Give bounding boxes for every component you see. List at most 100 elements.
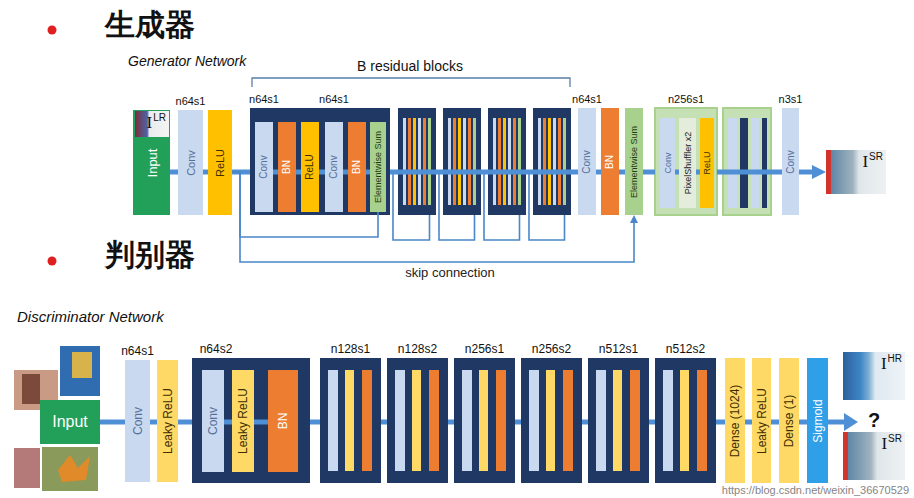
layer-stripe xyxy=(751,118,759,208)
conv-layer: Conv xyxy=(325,122,343,212)
upsample-block-icon xyxy=(723,108,771,215)
image-caption: ISR xyxy=(881,435,902,452)
layer-name: Dense (1) xyxy=(783,394,795,447)
data-flow-band xyxy=(745,420,752,425)
layer-spec: n256s1 xyxy=(465,343,504,355)
conv-layer: Conv xyxy=(202,370,224,472)
leaky-relu-layer: Leaky ReLU xyxy=(232,370,254,472)
relu-layer: ReLU xyxy=(700,118,714,208)
residual-block-icon xyxy=(398,108,436,215)
photo xyxy=(58,455,90,482)
conv-block: n512s2 xyxy=(655,358,716,483)
bracket xyxy=(252,78,570,87)
conv-block-icon xyxy=(655,358,716,483)
data-flow-band xyxy=(254,420,268,425)
relu-layer: ReLU xyxy=(301,122,319,212)
layer-spec: n64s1 xyxy=(121,345,154,357)
layer-spec: n256s1 xyxy=(668,94,704,105)
skip-loop xyxy=(393,172,430,240)
image-superscript: SR xyxy=(869,151,883,162)
layer-spec: n3s1 xyxy=(779,94,803,105)
batchnorm-layer: BN xyxy=(278,122,296,212)
conv-block-icon xyxy=(521,358,582,483)
residual-block: n64s1n64s1ConvBNReLUConvBNElementwise Su… xyxy=(250,108,390,215)
elementwise-sum: Elementwise Sum xyxy=(370,122,386,212)
layer-spec: n64s1 xyxy=(249,94,279,105)
image-symbol: I xyxy=(881,434,887,453)
data-flow-band xyxy=(381,420,387,425)
layer-spec: n64s1 xyxy=(176,96,206,107)
section-title: 判别器 xyxy=(105,238,195,271)
layer-name: Elementwise Sum xyxy=(374,131,383,203)
layer-stripe xyxy=(762,118,767,208)
layer-name: Sigmoid xyxy=(812,399,824,442)
layer-name: BN xyxy=(282,160,292,174)
conv-layer: Conv xyxy=(255,122,273,212)
network-title: Generator Network xyxy=(128,54,246,69)
conv-layer: n64s1Conv xyxy=(178,110,203,215)
data-flow-band xyxy=(178,420,192,425)
data-flow-band xyxy=(582,420,588,425)
conv-layer: n64s1Conv xyxy=(125,360,150,482)
layer-spec: n256s2 xyxy=(532,343,571,355)
block-fill xyxy=(250,108,390,215)
image-caption: ILR xyxy=(147,114,166,131)
batchnorm-layer: BN xyxy=(601,108,619,215)
batchnorm-layer: BN xyxy=(348,122,366,212)
network-title: Discriminator Network xyxy=(17,309,164,326)
bullet xyxy=(48,257,57,266)
data-flow-band xyxy=(310,420,320,425)
data-flow-band xyxy=(799,420,807,425)
conv-block: n512s1 xyxy=(588,358,649,483)
conv-block: n64s2ConvLeaky ReLUBN xyxy=(192,358,310,483)
data-flow-band xyxy=(170,170,178,175)
layer-name: Input xyxy=(52,414,88,430)
residual-block-icon xyxy=(443,108,481,215)
sigmoid-layer: Sigmoid xyxy=(807,358,828,483)
layer-name: BN xyxy=(352,160,362,174)
data-flow-band xyxy=(716,420,725,425)
image-symbol: I xyxy=(881,354,887,373)
question-mark: ? xyxy=(868,409,880,431)
relu-layer: ReLU xyxy=(208,110,232,215)
output-arrow xyxy=(844,413,858,431)
data-flow-band xyxy=(515,420,521,425)
section-title: 生成器 xyxy=(105,8,195,41)
layer-name: ReLU xyxy=(703,151,712,174)
batchnorm-layer: BN xyxy=(268,370,298,472)
layer-name: Conv xyxy=(207,407,219,435)
data-flow-band xyxy=(799,170,812,175)
data-flow-band xyxy=(100,420,125,425)
block-fill xyxy=(655,108,717,215)
edge-label: skip connection xyxy=(402,266,498,280)
layer-spec: n64s1 xyxy=(572,94,602,105)
layer-spec: n64s2 xyxy=(200,343,233,355)
elementwise-sum: Elementwise Sum xyxy=(625,108,643,215)
layer-spec: n64s1 xyxy=(319,94,349,105)
photo xyxy=(60,346,100,396)
photo xyxy=(72,352,92,378)
image-superscript: LR xyxy=(153,112,166,123)
layer-spec: n512s2 xyxy=(666,343,705,355)
data-flow-band xyxy=(224,420,232,425)
conv-block-icon xyxy=(588,358,649,483)
layer-name: Conv xyxy=(582,150,592,173)
generated-image: ISR xyxy=(843,432,905,480)
layer-name: BN xyxy=(605,155,615,169)
skip-loop xyxy=(529,172,565,240)
data-flow-band xyxy=(643,170,655,175)
conv-block: n256s1 xyxy=(454,358,515,483)
image-symbol: I xyxy=(862,152,868,171)
photo xyxy=(14,448,40,488)
dense-layer: Dense (1024) xyxy=(725,358,745,483)
layer-name: Conv xyxy=(329,155,339,178)
layer-spec: n512s1 xyxy=(599,343,638,355)
layer-name: Leaky ReLU xyxy=(756,387,768,453)
skip-loop xyxy=(439,172,475,240)
data-flow-band xyxy=(390,170,578,175)
output-arrow xyxy=(828,420,846,425)
layer-name: Elementwise Sum xyxy=(630,125,639,197)
conv-layer: n3s1Conv xyxy=(782,108,799,215)
layer-name: BN xyxy=(277,413,289,430)
conv-layer: n64s1Conv xyxy=(578,108,596,215)
